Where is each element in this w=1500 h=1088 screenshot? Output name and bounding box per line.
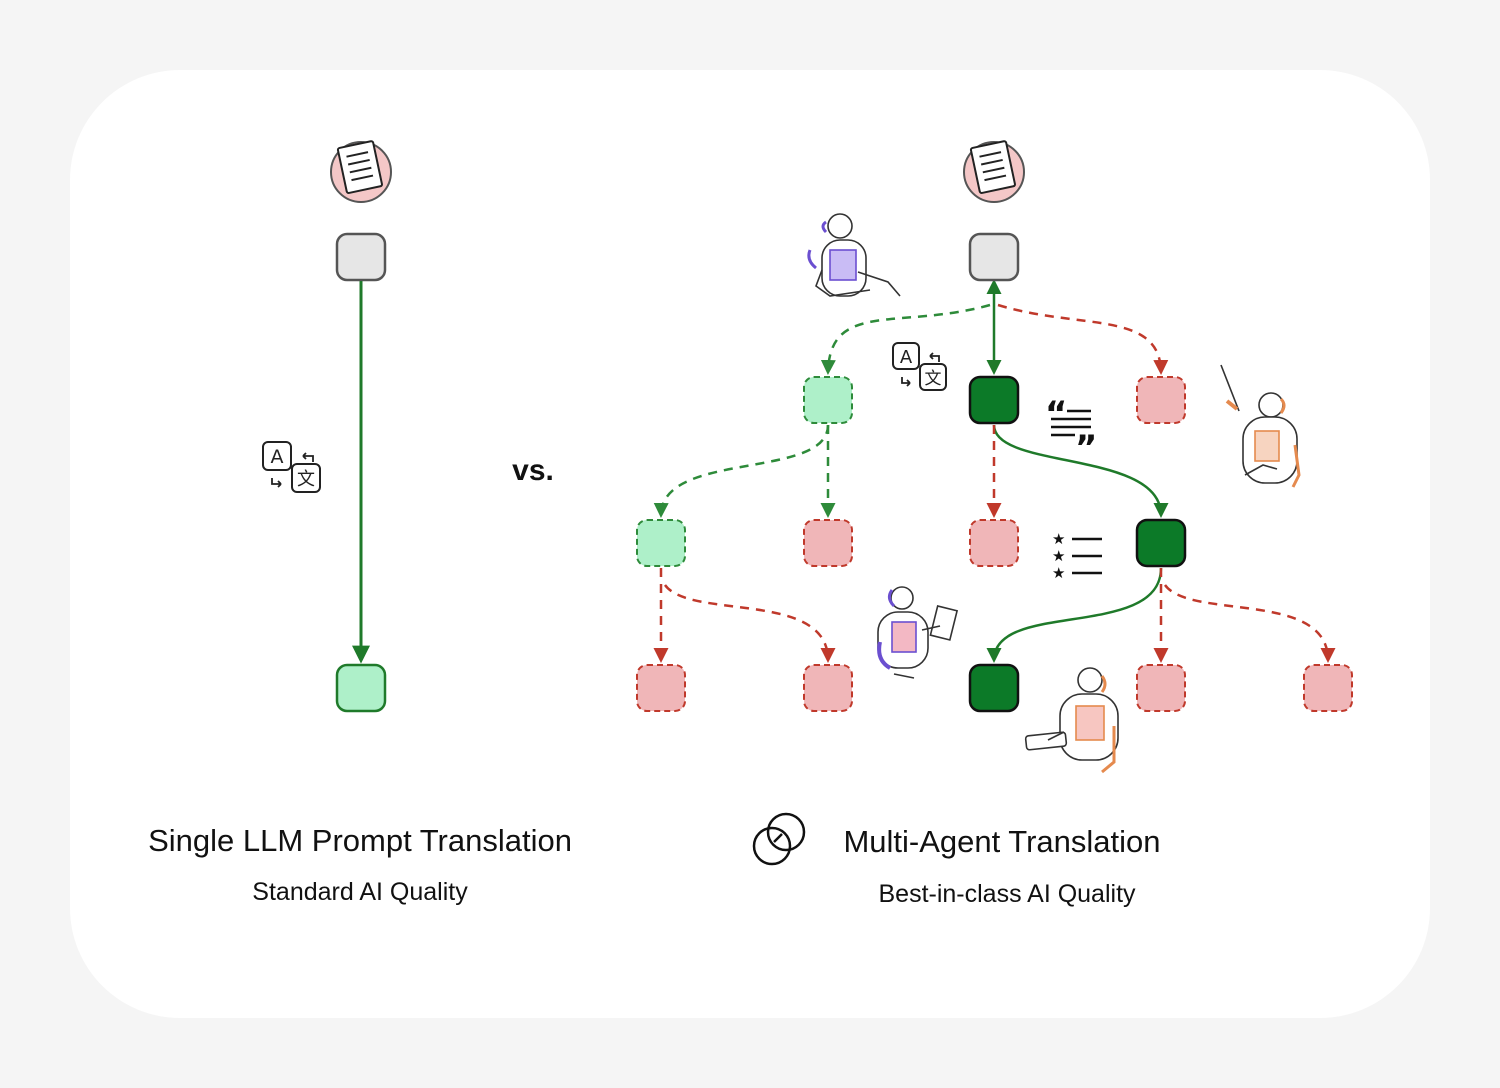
agent-robot-illustration bbox=[877, 586, 959, 679]
rejected-node bbox=[969, 519, 1019, 567]
versus-label: vs. bbox=[512, 454, 554, 487]
rejected-node bbox=[1136, 376, 1186, 424]
multi-agent-logo-icon bbox=[752, 812, 806, 866]
translate-icon-latin: A bbox=[900, 347, 913, 368]
quote-open-glyph: “ bbox=[1045, 394, 1067, 434]
left-panel-subtitle: Standard AI Quality bbox=[252, 878, 468, 906]
star-rating-list-icon: ★ ★ ★ bbox=[1052, 530, 1102, 582]
candidate-edge bbox=[820, 303, 991, 375]
translate-icon: A 文 bbox=[262, 441, 321, 493]
rejected-node bbox=[636, 664, 686, 712]
rejected-edge bbox=[997, 303, 1169, 375]
source-node bbox=[335, 232, 387, 282]
star-glyph: ★ bbox=[1052, 530, 1065, 548]
right-panel: A 文 “ ” ★ ★ ★ bbox=[636, 140, 1353, 908]
translate-icon: A 文 bbox=[892, 342, 947, 391]
rejected-edge bbox=[1163, 584, 1336, 663]
agent-robot-illustration bbox=[807, 213, 901, 297]
candidate-node bbox=[636, 519, 686, 567]
selected-node bbox=[968, 663, 1020, 713]
candidate-node bbox=[803, 376, 853, 424]
agent-robot-illustration bbox=[1024, 667, 1119, 774]
right-panel-title: Multi-Agent Translation bbox=[843, 824, 1160, 859]
output-node bbox=[335, 663, 387, 713]
selected-edge bbox=[992, 424, 1169, 518]
left-panel-title: Single LLM Prompt Translation bbox=[148, 823, 572, 858]
content-card bbox=[70, 70, 1430, 1018]
selected-edge bbox=[986, 567, 1163, 663]
candidate-edge bbox=[653, 424, 830, 518]
left-panel: A 文 Single LLM Prompt Translation Standa… bbox=[148, 140, 572, 906]
quote-text-icon: “ ” bbox=[1045, 394, 1097, 468]
star-glyph: ★ bbox=[1052, 547, 1065, 565]
translate-icon-cjk: 文 bbox=[925, 369, 942, 389]
rejected-node bbox=[803, 664, 853, 712]
quote-close-glyph: ” bbox=[1075, 428, 1097, 468]
rejected-node bbox=[803, 519, 853, 567]
source-node bbox=[968, 232, 1020, 282]
right-panel-subtitle: Best-in-class AI Quality bbox=[878, 880, 1136, 908]
translate-icon-latin: A bbox=[271, 446, 284, 468]
source-document-icon bbox=[963, 140, 1025, 203]
star-glyph: ★ bbox=[1052, 564, 1065, 582]
agent-robot-illustration bbox=[1220, 364, 1301, 488]
selected-node bbox=[1135, 518, 1187, 568]
rejected-node bbox=[1136, 664, 1186, 712]
rejected-node bbox=[1303, 664, 1353, 712]
rejected-edge bbox=[663, 584, 836, 663]
translate-icon-cjk: 文 bbox=[297, 469, 315, 490]
source-document-icon bbox=[330, 140, 392, 203]
selected-node bbox=[968, 375, 1020, 425]
